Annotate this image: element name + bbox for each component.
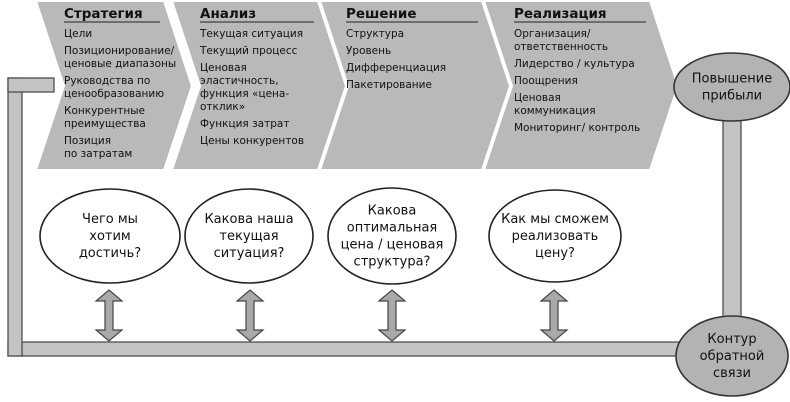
question-oval-2: Какова наша текущая ситуация?	[184, 188, 314, 284]
stage-chevron	[170, 0, 348, 171]
question-text: ситуация?	[214, 246, 285, 261]
stage-item: ответственность	[514, 41, 608, 53]
stage-item: Уровень	[346, 45, 391, 57]
question-text: реализовать	[512, 229, 599, 244]
stage-item: Позиционирование/	[64, 45, 175, 57]
stage-item: Лидерство / культура	[514, 58, 635, 70]
stage-3: РешениеСтруктураУровеньДифференциацияПак…	[318, 0, 512, 171]
feedback-loop-node: Контур обратной связи	[675, 315, 789, 397]
question-text: текущая	[219, 229, 278, 244]
stage-item: Пакетирование	[346, 79, 432, 91]
stage-item: Цели	[64, 28, 92, 40]
stage-item: Текущий процесс	[199, 45, 298, 57]
stage-chevron	[482, 0, 680, 171]
question-oval-shape	[184, 188, 314, 284]
feedback-loop-node-text: обратной	[700, 349, 765, 364]
question-text: достичь?	[79, 246, 141, 261]
stage-item: по затратам	[64, 148, 132, 160]
stage-item: эластичность,	[200, 75, 279, 87]
question-text: цену?	[535, 246, 575, 261]
question-text: структура?	[354, 255, 431, 270]
double-arrow-3	[377, 289, 407, 342]
question-text: Какова наша	[204, 212, 293, 227]
stage-item: Руководства по	[64, 75, 150, 87]
stage-item: Структура	[346, 28, 404, 40]
stage-item: Конкурентные	[64, 105, 145, 117]
stage-item: Ценовая	[200, 62, 247, 74]
question-oval-4: Как мы сможем реализовать цену?	[488, 189, 622, 283]
question-text: Как мы сможем	[501, 212, 609, 227]
stage-item: коммуникация	[514, 105, 596, 117]
question-oval-shape	[488, 189, 622, 283]
profit-increase-node-text: Повышение	[692, 72, 773, 87]
profit-increase-node-text: прибыли	[702, 89, 762, 104]
loop-top-rail	[7, 77, 55, 93]
double-arrow-2	[235, 289, 265, 342]
stage-chevron	[318, 0, 512, 171]
stage-item: Позиция	[64, 135, 111, 147]
stage-item: ценообразованию	[64, 88, 164, 100]
question-text: хотим	[89, 229, 130, 244]
double-arrows	[94, 289, 569, 342]
question-oval-shape	[327, 187, 457, 285]
question-text: Какова	[368, 204, 417, 219]
stage-item: преимущества	[64, 118, 146, 130]
feedback-loop-node-text: Контур	[707, 332, 756, 347]
question-text: цена / ценовая	[341, 238, 444, 253]
stage-item: Ценовая	[514, 92, 561, 104]
question-ovals: Чего мы хотим достичь? Какова наша текущая си…	[39, 187, 622, 285]
stage-item: отклик»	[200, 101, 245, 113]
profit-increase-node: Повышение прибыли	[673, 52, 790, 122]
stage-item: Организация/	[514, 28, 591, 40]
loop-left-rail	[7, 77, 23, 357]
stage-4: РеализацияОрганизация/ответственностьЛид…	[482, 0, 680, 171]
stage-item: Функция затрат	[200, 118, 289, 130]
stage-title: Анализ	[200, 6, 256, 22]
stage-item: Поощрения	[514, 75, 578, 87]
stage-chevron	[34, 0, 194, 171]
question-text: Чего мы	[82, 212, 138, 227]
stage-item: функция «цена-	[200, 88, 289, 100]
stage-item: Цены конкурентов	[200, 135, 304, 147]
stage-item: Мониторинг/ контроль	[514, 122, 640, 134]
stage-item: Текущая ситуация	[199, 28, 303, 40]
feedback-loop-band	[7, 77, 742, 357]
loop-right-rail	[722, 117, 742, 327]
question-oval-1: Чего мы хотим достичь?	[39, 188, 181, 284]
loop-bottom-rail	[7, 341, 699, 357]
stage-title: Реализация	[514, 6, 607, 22]
stage-title: Стратегия	[64, 6, 143, 22]
feedback-loop-node-text: связи	[713, 366, 751, 381]
question-text: оптимальная	[347, 221, 438, 236]
stage-item: ценовые диапазоны	[64, 58, 176, 70]
stage-title: Решение	[346, 6, 417, 22]
double-arrow-1	[94, 289, 124, 342]
feedback-loop-node-shape	[675, 315, 789, 397]
question-oval-shape	[39, 188, 181, 284]
question-oval-3: Какова оптимальная цена / ценовая структура…	[327, 187, 457, 285]
profit-increase-node-shape	[673, 52, 790, 122]
stage-item: Дифференциация	[346, 62, 446, 74]
double-arrow-4	[539, 289, 569, 342]
